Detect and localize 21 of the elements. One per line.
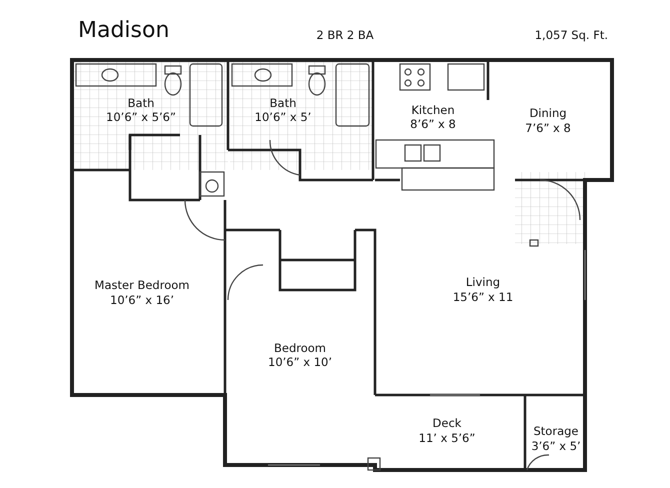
room-name: Bath — [270, 96, 296, 110]
unit-type-label: 2 BR 2 BA — [316, 28, 374, 42]
room-dimension: 10’6” x 16’ — [110, 293, 174, 307]
room-dimension: 11’ x 5’6” — [418, 431, 476, 445]
room-dimension: 8’6” x 8 — [410, 117, 456, 131]
plan-title: Madison — [78, 18, 170, 43]
room-dimension: 7’6” x 8 — [525, 121, 571, 135]
room-name: Master Bedroom — [94, 278, 190, 292]
room-name: Storage — [534, 424, 578, 438]
room-name: Dining — [529, 106, 567, 120]
room-dimension: 3’6” x 5’ — [531, 439, 581, 453]
room-dimension: 10’6” x 10’ — [268, 355, 332, 369]
area-label: 1,057 Sq. Ft. — [534, 28, 608, 42]
room-name: Living — [466, 275, 500, 289]
room-name: Bath — [128, 96, 154, 110]
room-dimension: 10’6” x 5’6” — [106, 110, 176, 124]
room-name: Kitchen — [411, 103, 455, 117]
room-dimension: 10’6” x 5’ — [254, 110, 312, 124]
room-name: Deck — [432, 416, 462, 430]
room-dimension: 15’6” x 11 — [452, 290, 514, 304]
room-name: Bedroom — [274, 341, 326, 355]
